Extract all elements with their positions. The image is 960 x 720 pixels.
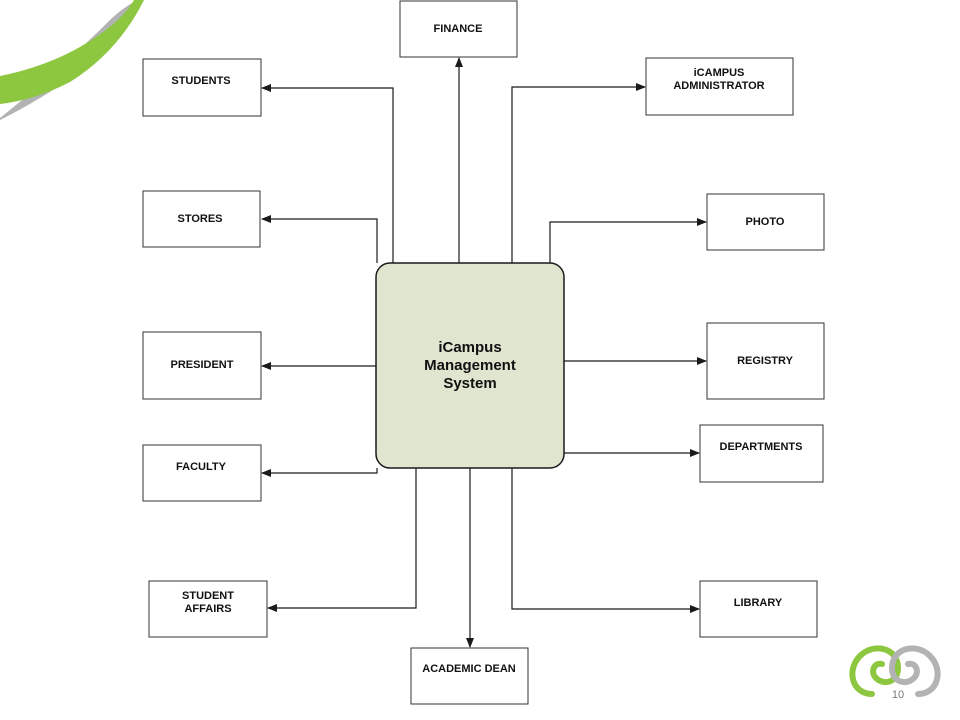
node-student-affairs xyxy=(148,580,268,638)
label-registry: REGISTRY xyxy=(737,355,793,367)
center-label-line-1: iCampus xyxy=(438,339,501,356)
entity-boxes xyxy=(142,0,825,705)
label-academic-dean: ACADEMIC DEAN xyxy=(422,663,516,675)
label-president: PRESIDENT xyxy=(171,359,234,371)
label-icampus-administrator-line-2: ADMINISTRATOR xyxy=(673,80,764,92)
node-stores xyxy=(142,190,261,248)
node-library xyxy=(699,580,818,638)
label-student-affairs-line-1: STUDENT xyxy=(182,590,234,602)
connector-student-affairs xyxy=(267,468,417,612)
connector-photo xyxy=(549,218,707,263)
entity-labels: FINANCE STUDENTS iCAMPUS ADMINISTRATOR S… xyxy=(171,23,803,675)
center-label-line-2: Management xyxy=(424,357,516,374)
label-departments: DEPARTMENTS xyxy=(720,441,803,453)
center-system-node: iCampus Management System xyxy=(375,262,565,469)
label-finance: FINANCE xyxy=(434,23,483,35)
node-registry xyxy=(706,322,825,400)
connector-faculty xyxy=(261,468,378,477)
node-president xyxy=(142,331,262,400)
node-faculty xyxy=(142,444,262,502)
node-photo xyxy=(706,193,825,251)
label-library: LIBRARY xyxy=(734,597,783,609)
connector-icampus-administrator xyxy=(511,83,646,263)
page-number: 10 xyxy=(892,689,904,701)
label-student-affairs-line-2: AFFAIRS xyxy=(184,603,231,615)
spiral-logo-icon xyxy=(849,645,941,697)
connector-library xyxy=(511,468,700,613)
node-departments xyxy=(699,424,824,483)
label-icampus-administrator-line-1: iCAMPUS xyxy=(694,67,745,79)
connector-stores xyxy=(261,215,378,263)
label-stores: STORES xyxy=(177,213,222,225)
label-photo: PHOTO xyxy=(746,216,785,228)
connector-students xyxy=(261,84,394,263)
connectors xyxy=(261,57,707,648)
node-icampus-administrator xyxy=(645,57,794,116)
label-students: STUDENTS xyxy=(171,75,230,87)
corner-swoosh-decoration xyxy=(0,0,144,120)
node-finance xyxy=(399,0,518,58)
node-students xyxy=(142,58,262,117)
label-faculty: FACULTY xyxy=(176,461,227,473)
node-academic-dean xyxy=(410,647,529,705)
center-label-line-3: System xyxy=(443,375,496,392)
